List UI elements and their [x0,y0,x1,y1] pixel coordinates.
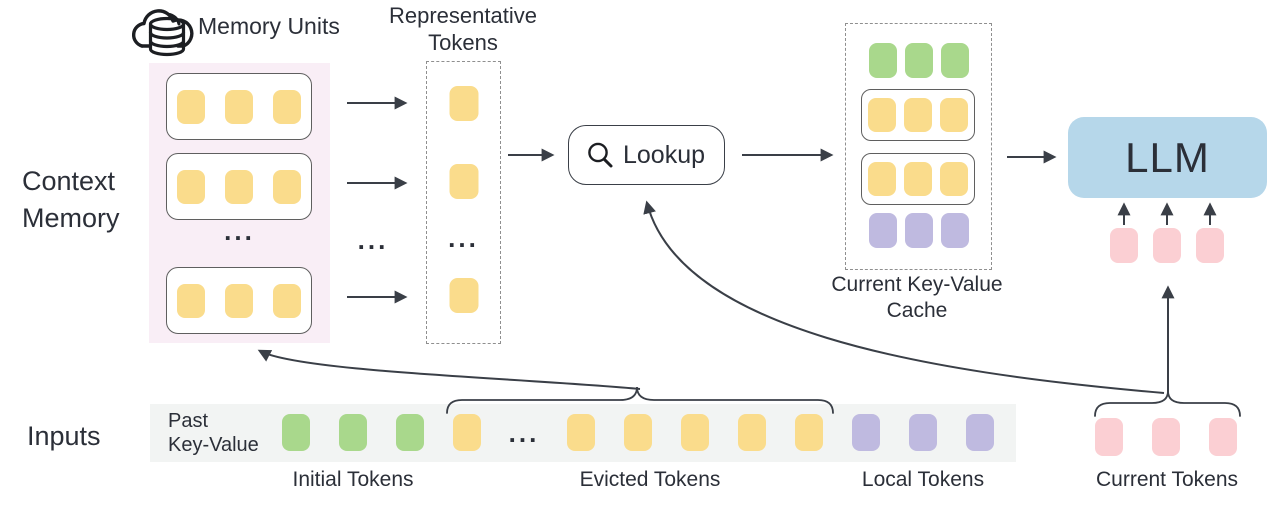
current-kv-cache-label: Current Key-Value Cache [817,272,1017,324]
yellow-token [940,98,968,132]
between-columns-ellipsis: ... [357,225,389,255]
context-memory-label: Context Memory [22,163,120,237]
yellow-token [904,98,932,132]
green-token [868,43,897,78]
pink-token [1110,228,1138,263]
pink-token [1095,418,1123,456]
yellow-token [868,98,896,132]
memory-panel-ellipsis: ... [224,216,255,246]
yellow-token [225,89,253,124]
ellipsis: ... [508,417,540,448]
pink-token [1153,228,1181,263]
green-token [396,414,424,451]
lookup-label: Lookup [623,140,706,169]
current-kv-cache-label-line1: Current Key-Value [831,273,1003,296]
yellow-token [868,162,896,196]
cache-initial-row [846,43,991,78]
past-key-value-label-line2: Key-Value [168,434,259,456]
current-tokens-brace [1094,390,1241,417]
pink-token [1152,418,1180,456]
representative-tokens-label-line1: Representative [389,3,537,28]
representative-tokens-box: ... [426,61,501,344]
yellow-token [273,283,301,318]
yellow-token [904,162,932,196]
memory-units-label: Memory Units [198,13,340,39]
search-icon [588,142,613,168]
llm-box: LLM [1068,117,1267,198]
yellow-token [177,169,205,204]
lookup-button: Lookup [568,125,725,185]
initial-tokens-label: Initial Tokens [292,468,414,491]
local-tokens-label: Local Tokens [861,468,985,491]
pink-token [1196,228,1224,263]
yellow-token [940,162,968,196]
llm-input-tokens [1110,228,1224,263]
yellow-token [273,89,301,124]
curve-evicted-to-memory [257,349,641,390]
green-token [904,43,933,78]
context-memory-panel: ... [149,63,330,343]
current-tokens-label: Current Tokens [1095,468,1239,491]
purple-token [868,213,897,248]
yellow-token [177,89,205,124]
pink-token [1209,418,1237,456]
cloud-database-icon [132,9,194,57]
purple-token [852,414,880,451]
yellow-token [225,283,253,318]
yellow-token [449,86,478,121]
cache-retrieved-unit [861,89,975,141]
memory-unit [166,267,312,334]
green-token [940,43,969,78]
green-token [282,414,310,451]
past-key-value-label: Past Key-Value [168,409,259,457]
yellow-token [624,414,652,451]
llm-label: LLM [1125,133,1210,181]
yellow-token [681,414,709,451]
current-kv-cache-label-line2: Cache [886,299,948,322]
yellow-token [795,414,823,451]
memory-unit [166,153,312,220]
ellipsis: ... [448,223,479,253]
context-memory-label-line2: Memory [22,203,120,233]
yellow-token [225,169,253,204]
yellow-token [177,283,205,318]
memory-unit [166,73,312,140]
current-tokens-row [1095,418,1237,456]
current-kv-cache-box [845,23,992,270]
context-memory-label-line1: Context [22,166,116,196]
past-key-value-tokens: ... [282,414,994,451]
inputs-label: Inputs [27,421,101,451]
representative-tokens-label: Representative Tokens [383,2,543,56]
green-token [339,414,367,451]
yellow-token [453,414,481,451]
purple-token [904,213,933,248]
representative-tokens-label-line2: Tokens [428,30,498,55]
yellow-token [273,169,301,204]
yellow-token [449,164,478,199]
evicted-tokens-label: Evicted Tokens [579,468,721,491]
cache-retrieved-unit [861,153,975,205]
purple-token [909,414,937,451]
yellow-token [738,414,766,451]
purple-token [966,414,994,451]
cache-local-row [846,213,991,248]
past-key-value-label-line1: Past [168,410,209,432]
yellow-token [567,414,595,451]
yellow-token [449,278,478,313]
purple-token [940,213,969,248]
